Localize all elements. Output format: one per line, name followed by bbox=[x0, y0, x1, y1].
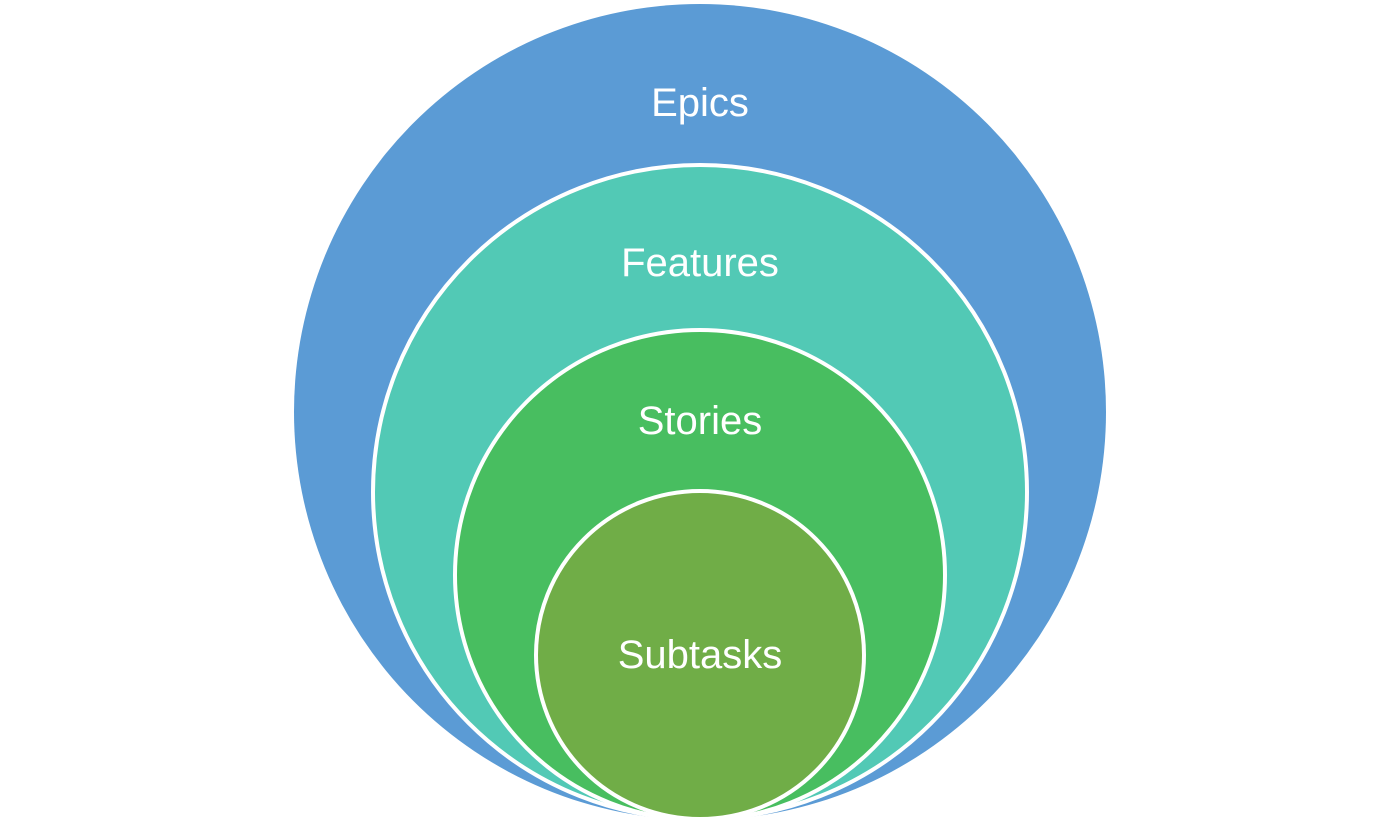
layer-subtasks: Subtasks bbox=[534, 489, 866, 821]
features-label: Features bbox=[621, 241, 779, 285]
epics-label: Epics bbox=[651, 81, 749, 125]
stories-label: Stories bbox=[638, 399, 763, 443]
subtasks-label: Subtasks bbox=[618, 633, 783, 677]
subtasks-circle bbox=[534, 489, 866, 821]
